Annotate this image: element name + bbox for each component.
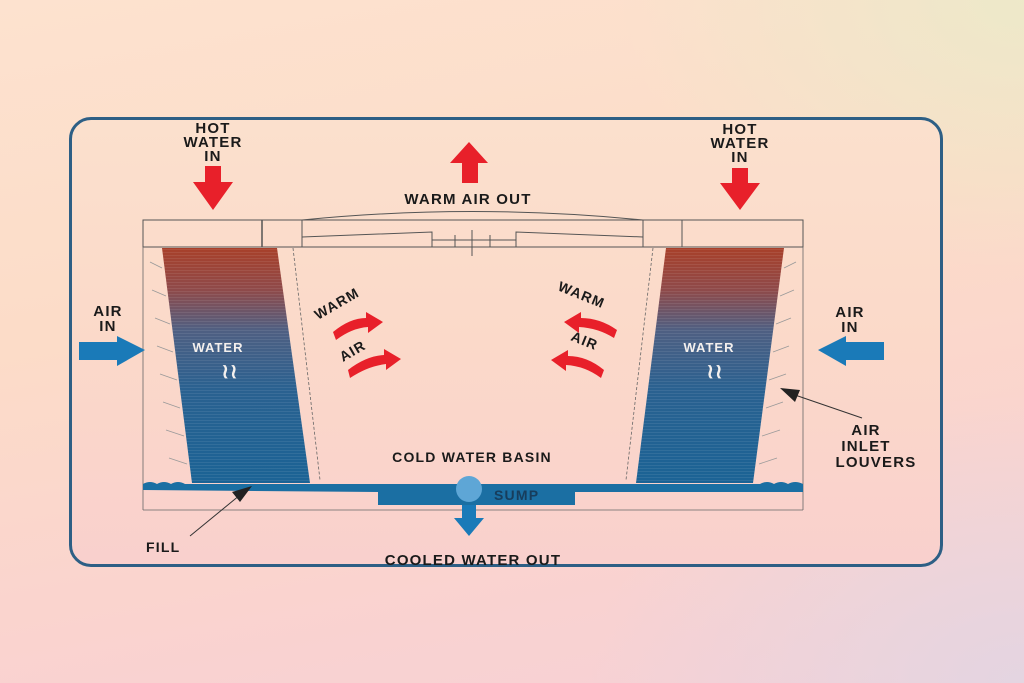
air-in-left-arrow bbox=[79, 336, 145, 366]
hot-water-in-left-label-2: WATER bbox=[183, 134, 242, 151]
air-inlet-louvers-right bbox=[758, 261, 797, 465]
air-in-right-arrow bbox=[818, 336, 884, 366]
warm-label-right: WARM bbox=[556, 278, 608, 311]
sump-label: SUMP bbox=[494, 487, 539, 503]
air-in-left-label-2: IN bbox=[99, 318, 116, 335]
cold-water-basin-label: COLD WATER BASIN bbox=[392, 449, 552, 465]
hot-water-in-left-arrow bbox=[193, 166, 233, 210]
water-left-waves-icon: ≀≀ bbox=[222, 361, 239, 383]
air-inlet-louvers-label-3: LOUVERS bbox=[836, 454, 917, 471]
warm-air-out-arrow bbox=[450, 142, 488, 183]
air-in-left-label-1: AIR bbox=[93, 303, 122, 320]
hot-water-in-right-label-1: HOT bbox=[722, 121, 757, 138]
cooled-water-out-label: COOLED WATER OUT bbox=[385, 552, 561, 569]
fill-pointer bbox=[189, 486, 252, 537]
air-in-right-label-2: IN bbox=[841, 319, 858, 336]
warm-air-out-label: WARM AIR OUT bbox=[404, 191, 531, 208]
sump-ball bbox=[456, 476, 482, 502]
fill-right bbox=[636, 248, 784, 483]
warm-air-arrows-left bbox=[333, 312, 401, 378]
air-inlet-louvers-label-1: AIR bbox=[851, 422, 880, 439]
air-inlet-louvers-label-2: INLET bbox=[841, 438, 890, 455]
hot-water-in-left-label-3: IN bbox=[204, 148, 221, 165]
hot-water-in-right-arrow bbox=[720, 168, 760, 210]
hot-water-in-left-label-1: HOT bbox=[195, 120, 230, 137]
air-inlet-louvers-left bbox=[149, 261, 188, 465]
hot-water-in-right-label-3: IN bbox=[731, 149, 748, 166]
water-right-waves-icon: ≀≀ bbox=[707, 361, 724, 383]
air-label-right: AIR bbox=[569, 328, 601, 353]
fill-label: FILL bbox=[146, 539, 180, 555]
water-left-label: WATER bbox=[193, 340, 244, 355]
tower-top-structure bbox=[142, 211, 804, 256]
water-right-label: WATER bbox=[684, 340, 735, 355]
cooled-water-out-arrow bbox=[454, 505, 484, 536]
fill-left bbox=[162, 248, 310, 483]
hot-water-in-right-label-2: WATER bbox=[710, 135, 769, 152]
louver-pointer bbox=[780, 388, 863, 419]
warm-label-left: WARM bbox=[312, 284, 363, 322]
warm-air-arrows-right bbox=[551, 312, 617, 378]
air-in-right-label-1: AIR bbox=[835, 304, 864, 321]
